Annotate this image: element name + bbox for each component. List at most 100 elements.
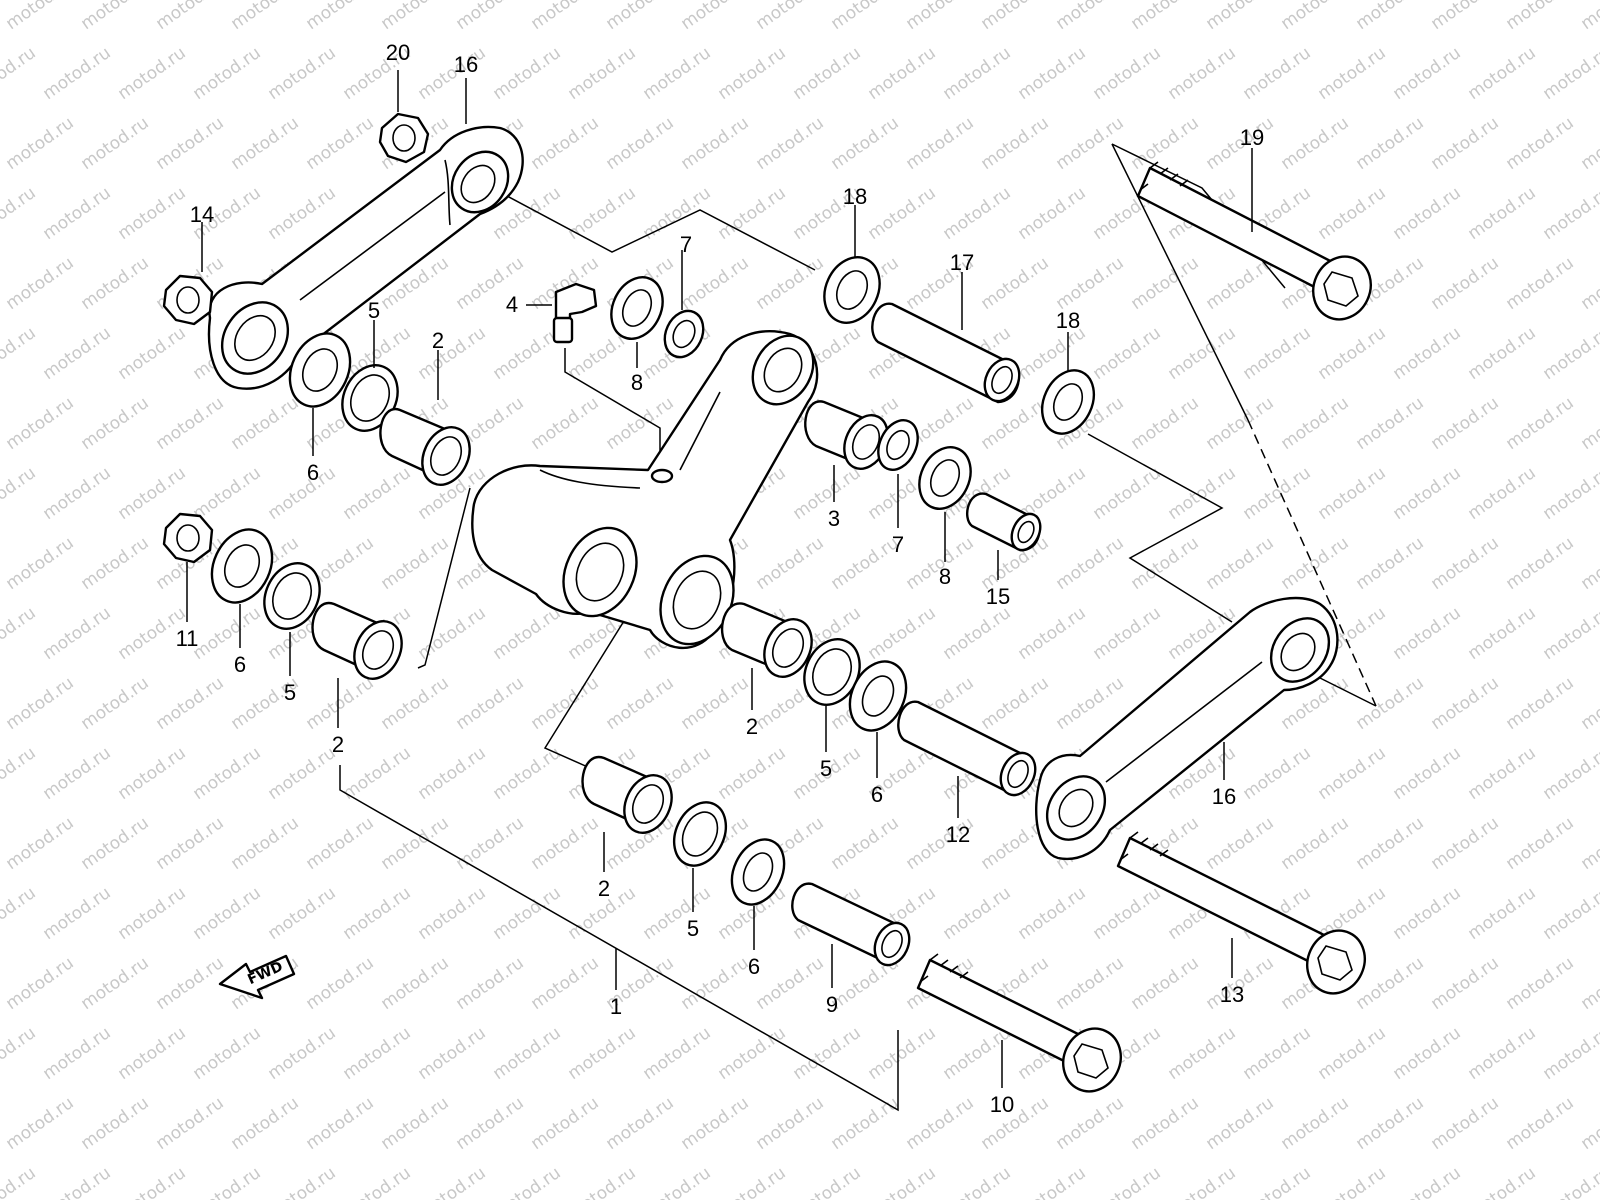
watermark-text: motod.ru: [1577, 533, 1600, 594]
watermark-text: motod.ru: [0, 533, 3, 594]
watermark-text: motod.ru: [377, 1093, 452, 1154]
washer-8-upper: [610, 276, 664, 340]
watermark-text: motod.ru: [602, 113, 677, 174]
watermark-text: motod.ru: [564, 1023, 639, 1084]
watermark-text: motod.ru: [677, 253, 752, 314]
watermark-text: motod.ru: [302, 813, 377, 874]
watermark-text: motod.ru: [1164, 1023, 1239, 1084]
watermark-text: motod.ru: [1464, 463, 1539, 524]
watermark-text: motod.ru: [1577, 1093, 1600, 1154]
watermark-text: motod.ru: [77, 0, 152, 34]
watermark-text: motod.ru: [1202, 1093, 1277, 1154]
watermark-text: motod.ru: [977, 0, 1052, 34]
watermark-text: motod.ru: [602, 673, 677, 734]
watermark-text: motod.ru: [1089, 43, 1164, 104]
watermark-text: motod.ru: [1464, 43, 1539, 104]
callout-17: 17: [950, 250, 974, 275]
watermark-text: motod.ru: [1539, 463, 1600, 524]
watermark-text: motod.ru: [302, 673, 377, 734]
watermark-text: motod.ru: [864, 43, 939, 104]
watermark-text: motod.ru: [752, 113, 827, 174]
watermark-text: motod.ru: [939, 1163, 1014, 1200]
watermark-text: motod.ru: [77, 113, 152, 174]
watermark-text: motod.ru: [1352, 813, 1427, 874]
watermark-text: motod.ru: [152, 0, 227, 34]
watermark-text: motod.ru: [1014, 43, 1089, 104]
watermark-text: motod.ru: [2, 813, 77, 874]
watermark-text: motod.ru: [902, 113, 977, 174]
watermark-text: motod.ru: [1314, 323, 1389, 384]
watermark-text: motod.ru: [677, 113, 752, 174]
watermark-text: motod.ru: [1427, 253, 1502, 314]
watermark-text: motod.ru: [377, 953, 452, 1014]
watermark-text: motod.ru: [339, 1163, 414, 1200]
callout-16-lower: 16: [1212, 784, 1236, 809]
watermark-text: motod.ru: [1314, 183, 1389, 244]
watermark-text: motod.ru: [1164, 43, 1239, 104]
watermark-text: motod.ru: [1014, 1163, 1089, 1200]
watermark-text: motod.ru: [1502, 673, 1577, 734]
watermark-text: motod.ru: [0, 253, 3, 314]
watermark-text: motod.ru: [1164, 463, 1239, 524]
watermark-text: motod.ru: [1464, 323, 1539, 384]
watermark-text: motod.ru: [2, 0, 77, 34]
grease-nipple-4: [552, 282, 598, 344]
watermark-text: motod.ru: [377, 0, 452, 34]
watermark-text: motod.ru: [1389, 1163, 1464, 1200]
watermark-text: motod.ru: [77, 253, 152, 314]
watermark-text: motod.ru: [0, 393, 3, 454]
washer-8-right: [918, 446, 972, 510]
watermark-text: motod.ru: [1314, 1023, 1389, 1084]
callout-15: 15: [986, 584, 1010, 609]
sleeve-12: [897, 700, 1037, 797]
watermark-text: motod.ru: [564, 183, 639, 244]
watermark-text: motod.ru: [1502, 393, 1577, 454]
callout-9: 9: [826, 992, 838, 1017]
callout-2-right: 2: [746, 714, 758, 739]
watermark-text: motod.ru: [602, 0, 677, 34]
watermark-text: motod.ru: [1427, 533, 1502, 594]
watermark-text: motod.ru: [77, 1093, 152, 1154]
watermark-text: motod.ru: [1427, 393, 1502, 454]
watermark-text: motod.ru: [77, 953, 152, 1014]
watermark-text: motod.ru: [264, 883, 339, 944]
watermark-text: motod.ru: [677, 0, 752, 34]
callout-2-bottom: 2: [598, 876, 610, 901]
watermark-text: motod.ru: [339, 1023, 414, 1084]
watermark-text: motod.ru: [1464, 883, 1539, 944]
watermark-text: motod.ru: [527, 953, 602, 1014]
watermark-text: motod.ru: [39, 1023, 114, 1084]
watermark-text: motod.ru: [489, 1023, 564, 1084]
watermark-text: motod.ru: [114, 323, 189, 384]
watermark-text: motod.ru: [939, 43, 1014, 104]
watermark-text: motod.ru: [1277, 813, 1352, 874]
watermark-text: motod.ru: [0, 113, 3, 174]
bolt-19: [1136, 161, 1372, 321]
watermark-text: motod.ru: [1427, 673, 1502, 734]
watermark-text: motod.ru: [114, 883, 189, 944]
watermark-text: motod.ru: [414, 603, 489, 664]
watermark-text: motod.ru: [77, 533, 152, 594]
watermark-text: motod.ru: [1277, 113, 1352, 174]
callout-6-upper: 6: [307, 460, 319, 485]
watermark-text: motod.ru: [977, 113, 1052, 174]
watermark-text: motod.ru: [1464, 1163, 1539, 1200]
callout-7-upper: 7: [680, 232, 692, 257]
watermark-text: motod.ru: [1239, 43, 1314, 104]
watermark-text: motod.ru: [864, 183, 939, 244]
watermark-text: motod.ru: [2, 673, 77, 734]
watermark-text: motod.ru: [414, 323, 489, 384]
watermark-text: motod.ru: [377, 813, 452, 874]
callout-8-upper: 8: [631, 370, 643, 395]
watermark-text: motod.ru: [114, 183, 189, 244]
watermark-text: motod.ru: [1502, 1093, 1577, 1154]
callout-labels: 20 16 14 19 18 7 4 17 5 2 8 18 6 3 7 8 1…: [176, 40, 1265, 1117]
watermark-text: motod.ru: [1352, 393, 1427, 454]
watermark-text: motod.ru: [527, 113, 602, 174]
watermark-text: motod.ru: [152, 113, 227, 174]
bearing-2-bottom: [581, 755, 673, 834]
watermark-text: motod.ru: [789, 43, 864, 104]
watermark-text: motod.ru: [1014, 183, 1089, 244]
callout-18-upper: 18: [843, 184, 867, 209]
watermark-text: motod.ru: [2, 953, 77, 1014]
